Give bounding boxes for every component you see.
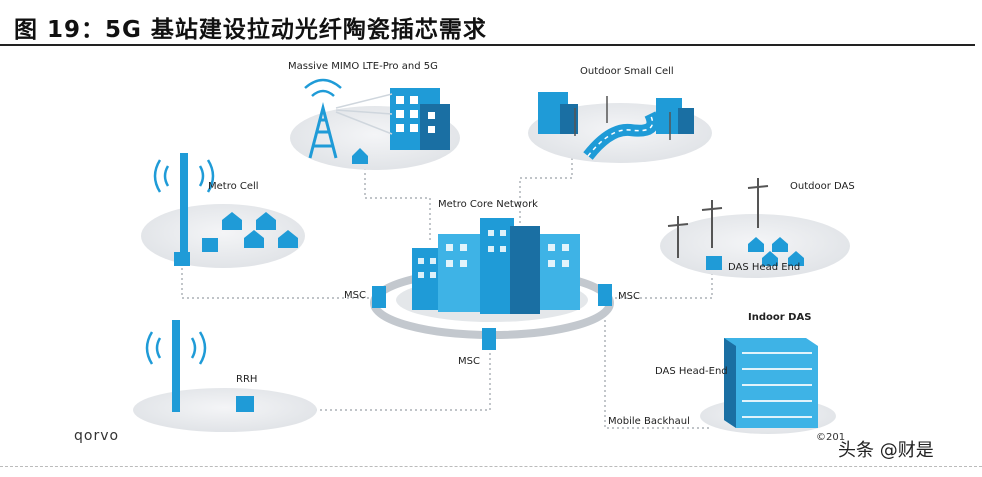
outdoor-small-cell-cluster [528, 92, 712, 163]
connection-lines [181, 158, 713, 429]
metro-cell-cluster [141, 153, 305, 268]
figure-title: 图 19：5G 基站建设拉动光纤陶瓷插芯需求 [14, 17, 487, 43]
label-metro-core-network: Metro Core Network [438, 199, 538, 210]
label-msc-bottom: MSC [458, 356, 480, 367]
label-indoor-das: Indoor DAS [748, 312, 812, 323]
line-metro-to-msc-left [181, 258, 378, 299]
rrh-cluster [133, 320, 317, 432]
bottom-strip [0, 466, 982, 477]
qorvo-logo: qorvo [74, 428, 120, 444]
label-msc-right: MSC [618, 291, 640, 302]
line-mimo-to-core [364, 168, 431, 243]
label-rrh: RRH [236, 374, 258, 385]
network-diagram: Massive MIMO LTE-Pro and 5G Outdoor Smal… [0, 48, 982, 468]
title-divider [0, 44, 975, 46]
line-outdoor-das-to-msc [610, 268, 713, 299]
label-das-head-end-indoor: DAS Head-End [655, 366, 728, 377]
massive-mimo-cluster [290, 78, 460, 170]
indoor-das-cluster [700, 338, 836, 434]
label-metro-cell: Metro Cell [208, 181, 259, 192]
diagram-canvas [133, 78, 850, 434]
label-outdoor-das: Outdoor DAS [790, 181, 855, 192]
copyright-text: ©201 [816, 432, 846, 443]
metro-core-network [370, 218, 614, 350]
label-massive-mimo: Massive MIMO LTE-Pro and 5G [288, 61, 438, 72]
label-das-head-end-outdoor: DAS Head End [728, 262, 801, 273]
label-mobile-backhaul: Mobile Backhaul [608, 416, 690, 427]
line-smallcell-to-core [519, 158, 573, 228]
outdoor-das-cluster [660, 178, 850, 278]
title-bar: 图 19：5G 基站建设拉动光纤陶瓷插芯需求 [0, 0, 982, 46]
label-outdoor-small-cell: Outdoor Small Cell [580, 66, 674, 77]
label-msc-left: MSC [344, 290, 366, 301]
watermark: 头条 @财是 [838, 440, 934, 461]
line-msc-bottom-to-rrh [252, 348, 491, 411]
